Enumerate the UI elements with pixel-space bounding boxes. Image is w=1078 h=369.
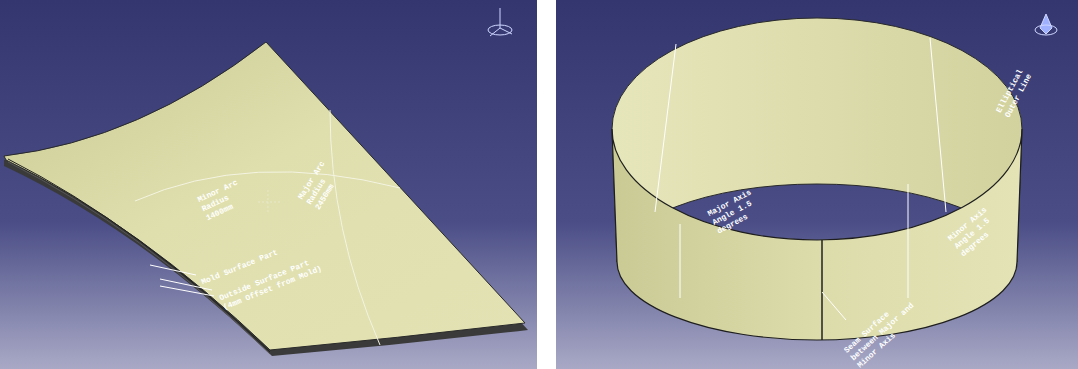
stage: Minor Arc Radius 1400mmMajor Arc Radius … <box>0 0 1078 369</box>
cad-illustration <box>0 0 1078 369</box>
